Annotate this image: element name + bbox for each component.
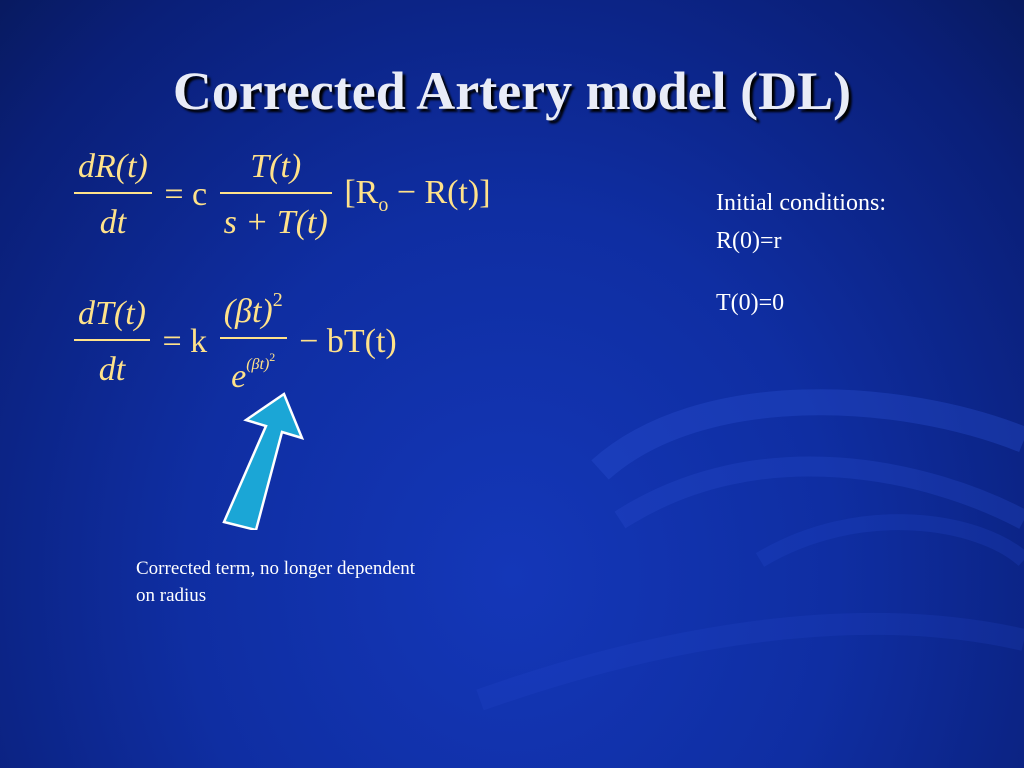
initial-condition-t: T(0)=0 (716, 290, 785, 316)
equation-tension: dT(t) dt = k (βt)2 e(βt)2 − bT(t) (74, 290, 401, 394)
equation1-lhs-fraction: dR(t) dt (74, 150, 152, 240)
equation2-denominator-exponent: (βt)2 (246, 351, 275, 373)
equation2-tail-term: − bT(t) (299, 323, 397, 360)
equation2-lhs-denominator: dt (98, 351, 126, 388)
equation2-rhs-numerator: (βt)2 (219, 289, 287, 339)
equation1-bracket-subscript: o (378, 193, 389, 216)
equation2-denominator-exponent-base: (βt) (246, 356, 270, 373)
equation1-rhs-fraction: T(t) s + T(t) (219, 150, 332, 241)
equation2-numerator-base: (βt) (223, 293, 273, 330)
equation1-lhs-denominator: dt (99, 204, 127, 241)
equation2-denominator-exponent-power: 2 (269, 350, 276, 364)
equation1-bracket-term: [Ro − R(t)] (344, 173, 491, 216)
initial-conditions-heading: Initial conditions: (716, 190, 886, 216)
equation2-rhs-denominator: e(βt)2 (220, 339, 287, 394)
slide-title: Corrected Artery model (DL) (172, 61, 852, 121)
equation1-rhs-denominator: s + T(t) (223, 204, 328, 241)
equation2-denominator-base: e (231, 358, 247, 395)
equation2-equals-coefficient: = k (162, 323, 208, 360)
initial-condition-r: R(0)=r (716, 228, 782, 254)
equation1-bracket-rest: − R(t)] (388, 173, 491, 211)
equation2-rhs-fraction: (βt)2 e(βt)2 (219, 289, 287, 394)
equation1-rhs-numerator: T(t) (219, 150, 332, 194)
equation1-bracket-open: [R (344, 173, 379, 211)
corrected-term-note: Corrected term, no longer dependent on r… (136, 558, 416, 606)
equation2-lhs-numerator: dT(t) (74, 297, 150, 341)
arrow-up-icon (222, 392, 305, 530)
equation2-numerator-exponent: 2 (272, 289, 283, 311)
equation1-equals-coefficient: = c (164, 176, 208, 213)
equation2-lhs-fraction: dT(t) dt (74, 297, 150, 387)
equation1-lhs-numerator: dR(t) (74, 150, 152, 194)
equation-radius: dR(t) dt = c T(t) s + T(t) [Ro − R(t)] (74, 150, 495, 240)
